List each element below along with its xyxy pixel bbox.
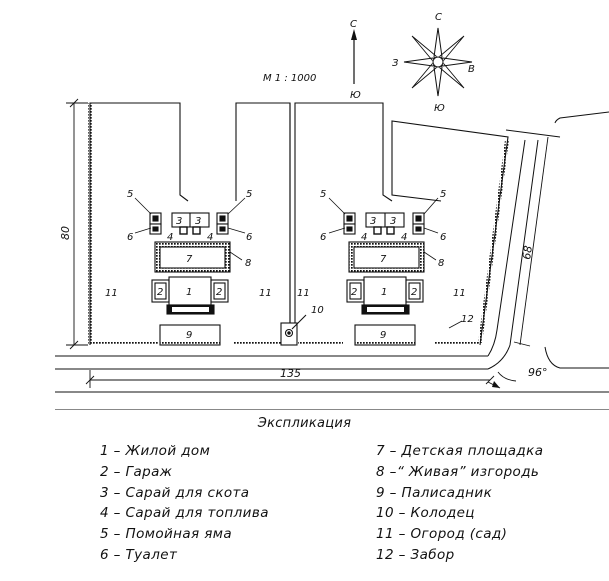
shed-a-1 [179,226,188,235]
fence-bottom-4 [435,341,479,345]
legend-item: 6 – Туалет [100,546,178,563]
label-5-b-left: 5 [320,189,326,200]
leader-lines [134,197,463,329]
legend-item: 2 – Гараж [100,463,173,480]
compass-west-label: З [392,58,399,69]
legend-right-column: 7 – Детская площадка 8 –“ Живая” изгород… [376,441,543,566]
fence-bottom-3 [298,341,343,345]
label-4-b-2: 4 [401,232,407,243]
garage-b-right [405,279,424,303]
label-2-b-left: 2 [351,287,357,298]
legend-item: 10 – Колодец [376,505,475,522]
legend-item: 12 – Забор [376,546,455,563]
compass-rose: С Ю З В [392,12,475,114]
label-11-d: 11 [453,288,466,299]
label-5-a-left: 5 [127,189,133,200]
legend-item: 1 – Жилой дом [100,443,211,459]
dimension-diagonal-label: 68 [520,245,535,261]
compass-north-label: С [435,12,442,23]
legend-item: 9 – Палисадник [376,484,493,501]
legend-item: 8 –“ Живая” изгородь [376,463,540,480]
label-3-b-2: 3 [390,216,396,227]
legend-item: 5 – Помойная яма [100,526,233,543]
label-9-a: 9 [186,330,192,341]
label-8-b: 8 [438,258,444,269]
legend-item: 4 – Сарай для топлива [100,505,269,522]
well [280,314,307,346]
label-7-a: 7 [186,254,193,265]
legend-left-column: 1 – Жилой дом 2 – Гараж 3 – Сарай для ск… [100,441,269,566]
playground-b [353,246,420,269]
label-11-a: 11 [105,288,118,299]
label-4-a-1: 4 [167,232,173,243]
angle-marker: 96° [487,366,548,389]
label-11-c: 11 [297,288,310,299]
dimension-height-label: 80 [59,226,72,240]
label-4-a-2: 4 [207,232,213,243]
legend-item: 11 – Огород (сад) [376,526,508,543]
north-arrow-bottom-label: Ю [350,90,361,101]
shed-b-1 [373,226,382,235]
label-1-b: 1 [381,287,387,298]
plot-a-buildings [149,212,231,346]
garage-a-right [210,279,229,303]
dimension-diagonal: 68 [505,129,561,347]
label-3-b-1: 3 [370,216,376,227]
dimension-width-label: 135 [280,367,301,380]
label-5-a-right: 5 [246,189,252,200]
label-3-a-1: 3 [176,216,182,227]
label-3-a-2: 3 [195,216,201,227]
plot-b-buildings [343,212,425,346]
north-arrow-top-label: С [350,19,357,30]
label-6-b-left: 6 [320,232,326,243]
fence-bottom-1 [90,341,158,345]
compass-east-label: В [468,64,475,75]
dimension-height: 80 [59,98,88,350]
label-9-b: 9 [380,330,386,341]
label-6-a-left: 6 [127,232,133,243]
legend-item: 3 – Сарай для скота [100,484,250,501]
label-4-b-1: 4 [361,232,367,243]
dimension-width: 135 [85,367,495,388]
label-2-b-right: 2 [411,287,417,298]
explication-title: Экспликация [257,416,352,431]
fences [88,103,509,345]
label-2-a-right: 2 [216,287,222,298]
fence-left [88,103,92,345]
label-6-b-right: 6 [440,232,446,243]
north-arrow: С Ю [350,19,361,101]
compass-south-label: Ю [434,103,445,114]
label-8-a: 8 [245,258,251,269]
shed-b-2 [386,226,395,235]
legend-item: 7 – Детская площадка [376,443,544,459]
playground-a [159,246,226,269]
road [55,111,609,410]
label-6-a-right: 6 [246,232,252,243]
shed-a-2 [192,226,201,235]
fence-right [478,140,509,343]
plot-labels: 5 6 5 6 3 3 4 4 7 8 2 1 2 9 11 11 5 6 5 … [105,189,474,341]
label-11-b: 11 [259,288,272,299]
label-2-a-left: 2 [157,287,163,298]
site-plan-drawing: С Ю М 1 : 1000 С Ю З В [55,12,609,410]
label-12: 12 [461,314,474,325]
label-5-b-right: 5 [440,189,446,200]
label-7-b: 7 [380,254,387,265]
scale-label: М 1 : 1000 [263,73,316,84]
fence-bottom-2 [234,341,290,345]
angle-label: 96° [528,366,548,379]
label-1-a: 1 [186,287,192,298]
label-10: 10 [311,305,324,316]
